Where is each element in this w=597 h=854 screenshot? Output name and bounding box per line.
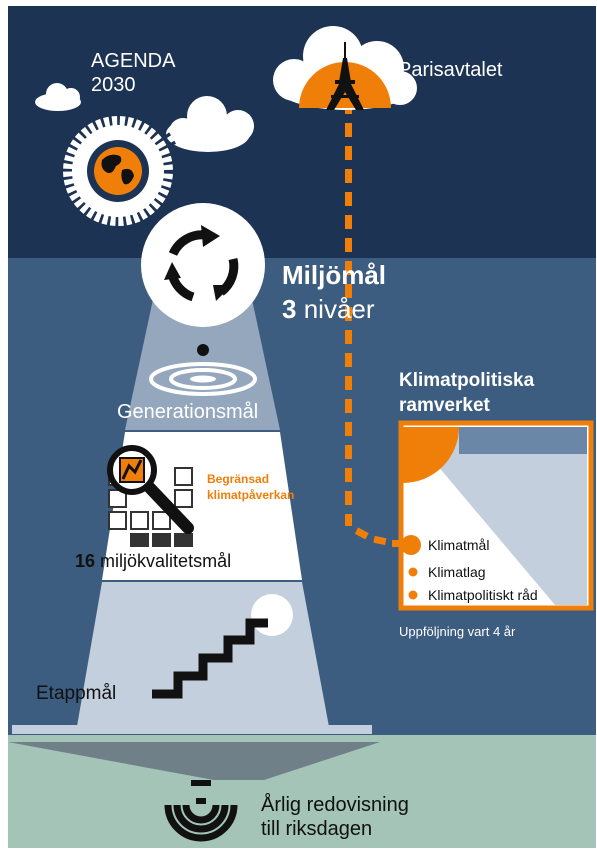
- levels-number: 3: [282, 294, 297, 324]
- klimat-title-line1: Klimatpolitiska: [399, 370, 535, 391]
- sun-icon: [251, 594, 293, 636]
- levels-label: 3 nivåer: [282, 294, 375, 325]
- broadcast-icon: [164, 804, 238, 842]
- target-icon: [149, 344, 257, 396]
- agenda-label: AGENDA 2030: [91, 49, 175, 97]
- begransad-label: Begränsad klimatpåverkan: [207, 471, 294, 503]
- cycle-arrows-icon: [141, 203, 265, 327]
- stairs-icon: [152, 618, 268, 699]
- cloud-icon: [35, 83, 81, 111]
- pyramid-top-tier: [125, 290, 280, 430]
- klimat-framework-box: [398, 420, 594, 611]
- pyramid-base: [12, 725, 372, 734]
- cloud-icon: [166, 96, 254, 152]
- dotted-connector: [345, 100, 404, 547]
- followup-label: Uppföljning vart 4 år: [399, 624, 516, 639]
- klimat-item: Klimatpolitiskt råd: [428, 587, 538, 603]
- klimat-item: Klimatmål: [428, 537, 490, 553]
- klimat-title-line2: ramverket: [399, 395, 490, 416]
- magnifier-icon: [107, 445, 194, 547]
- eiffel-tower-icon: [326, 42, 364, 110]
- miljomal-title: Miljömål: [282, 260, 387, 290]
- bullet: [408, 567, 418, 577]
- miljokval-number: 16: [75, 551, 96, 571]
- agenda-line1: AGENDA: [91, 50, 176, 72]
- paris-label: Parisavtalet: [398, 59, 503, 81]
- levels-word: nivåer: [303, 294, 375, 324]
- agenda-line2: 2030: [91, 74, 136, 96]
- reporting-label: Årlig redovisning till riksdagen: [261, 793, 409, 841]
- klimat-title: Klimatpolitiska ramverket: [399, 368, 534, 418]
- begransad-line2: klimatpåverkan: [207, 488, 295, 502]
- reporting-line2: till riksdagen: [261, 818, 373, 840]
- klimat-item: Klimatlag: [428, 564, 486, 580]
- begransad-line1: Begränsad: [207, 472, 270, 486]
- globe-icon: [54, 107, 182, 235]
- reporting-line1: Årlig redovisning: [261, 794, 409, 816]
- etappmal-label: Etappmål: [36, 683, 117, 704]
- bullet-large: [401, 535, 421, 555]
- miljokvalitetsmal-label: 16 miljökvalitetsmål: [75, 551, 231, 572]
- base-shadow: [8, 742, 380, 780]
- generationsmal-label: Generationsmål: [117, 401, 259, 423]
- bullet: [408, 590, 418, 600]
- miljokval-text: miljökvalitetsmål: [100, 551, 232, 571]
